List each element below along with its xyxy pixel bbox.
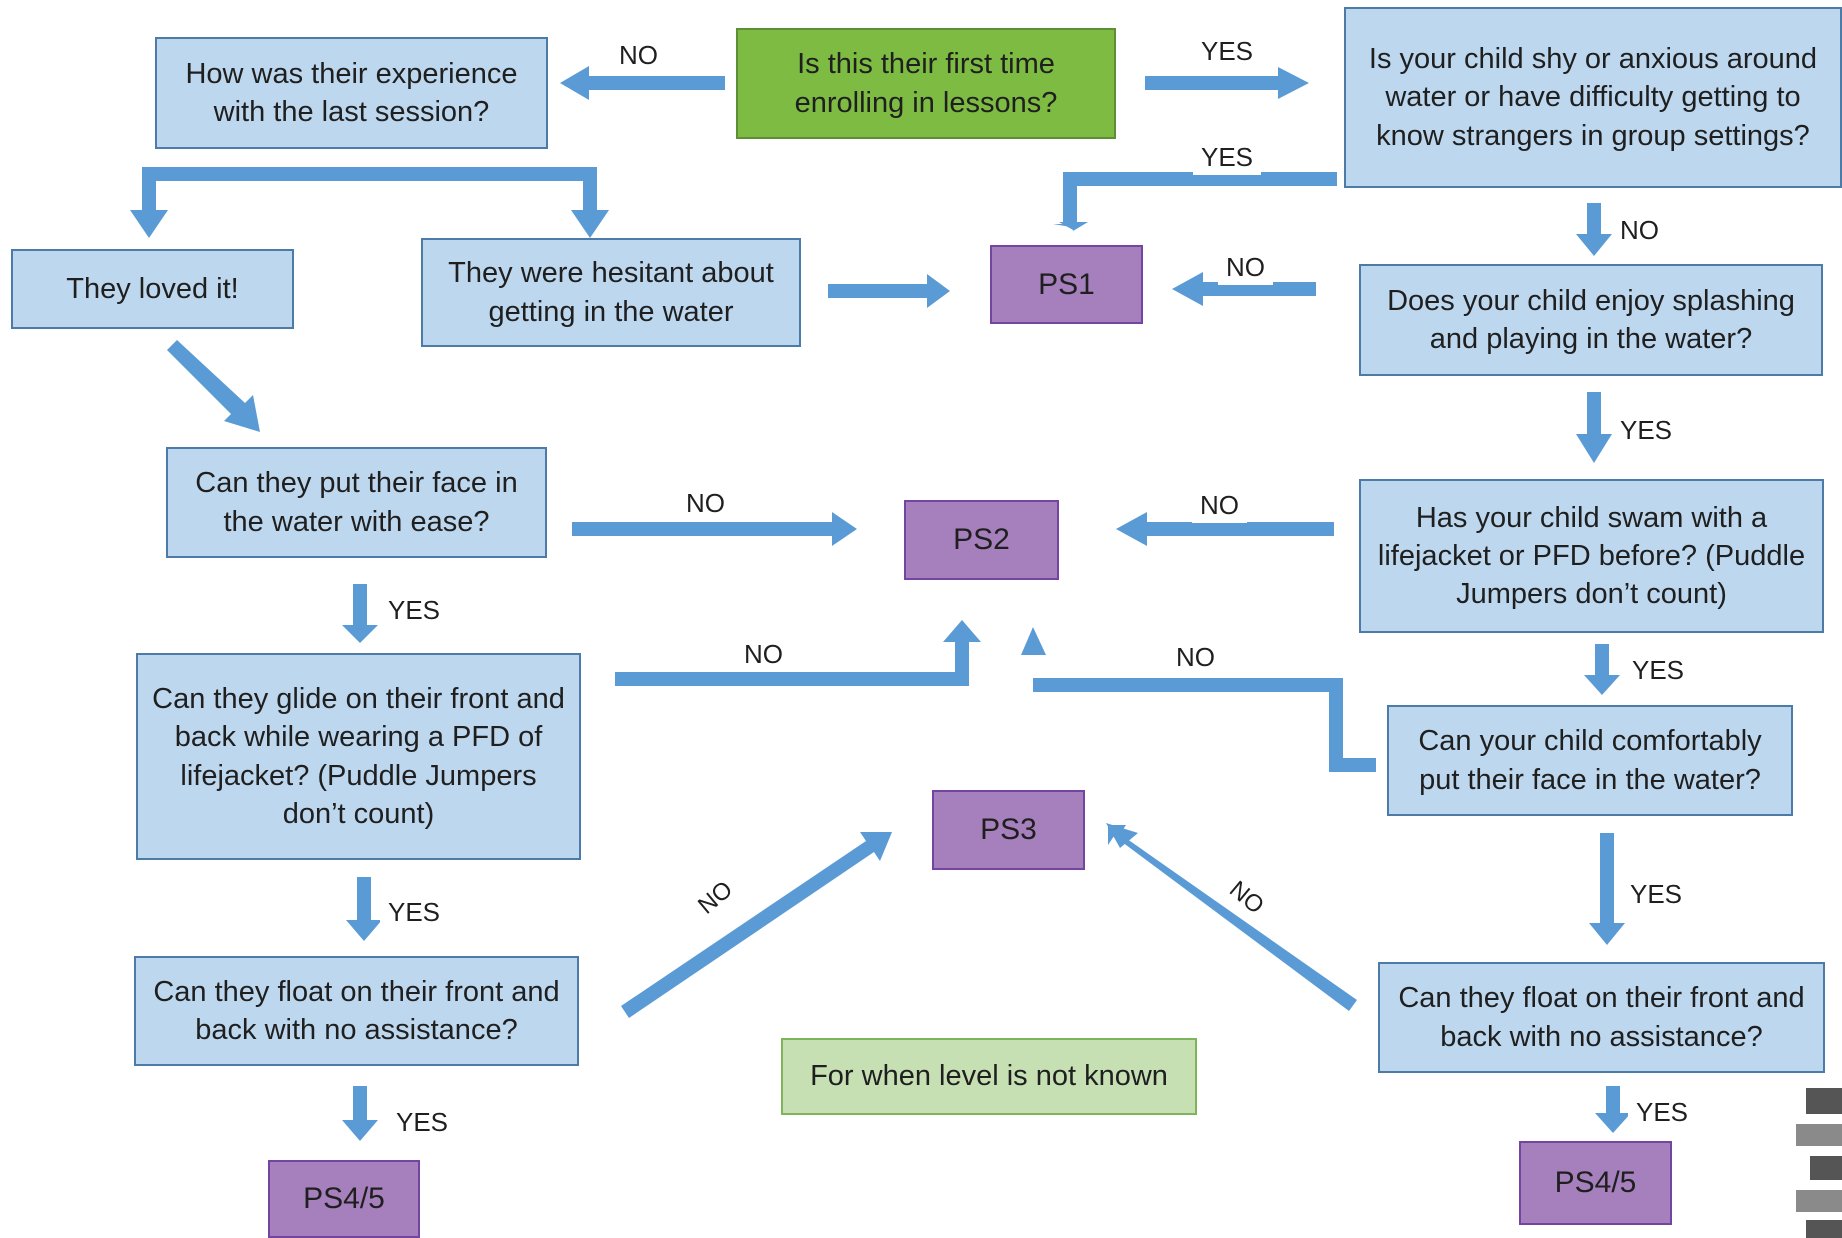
arrow-swam-no	[1116, 512, 1334, 546]
logo-fragment	[1796, 1088, 1842, 1238]
node-note: For when level is not known	[781, 1038, 1197, 1115]
arrow-float-left-no	[621, 832, 892, 1018]
label-enjoy-yes: YES	[1612, 413, 1681, 449]
label-enjoy-no: NO	[1218, 250, 1273, 286]
node-ps45-left: PS4/5	[268, 1160, 420, 1238]
arrow-enjoy-no	[1172, 272, 1316, 306]
arrow-hesitant-ps1	[828, 274, 950, 308]
arrow-enjoy-yes	[1576, 392, 1612, 463]
label-float-right-yes: YES	[1628, 1095, 1697, 1131]
node-hesitant: They were hesitant about getting in the …	[421, 238, 801, 347]
label-face-left-yes: YES	[380, 593, 449, 629]
label-shy-yes: YES	[1193, 140, 1262, 176]
node-glide: Can they glide on their front and back w…	[136, 653, 581, 860]
node-float-left: Can they float on their front and back w…	[134, 956, 579, 1066]
arrow-float-right-no	[1108, 825, 1357, 1011]
node-first-time: Is this their first time enrolling in le…	[736, 28, 1116, 139]
node-shy: Is your child shy or anxious around wate…	[1344, 7, 1842, 188]
arrow-start-no	[560, 66, 725, 100]
arrow-face-right-no	[1021, 627, 1376, 772]
node-ps1: PS1	[990, 245, 1143, 324]
label-face-right-no: NO	[1168, 640, 1223, 676]
node-face-left: Can they put their face in the water wit…	[166, 447, 547, 558]
label-glide-no: NO	[736, 637, 791, 673]
label-float-left-yes: YES	[388, 1105, 457, 1141]
arrow-loved-face	[167, 340, 260, 432]
label-face-right-yes: YES	[1622, 877, 1691, 913]
node-swam-pfd: Has your child swam with a lifejacket or…	[1359, 479, 1824, 633]
arrow-split-right	[571, 181, 609, 238]
arrow-face-left-no	[572, 512, 857, 546]
label-swam-no: NO	[1192, 488, 1247, 524]
arrow-shy-yes	[1053, 172, 1337, 227]
arrow-shy-yes-head	[1059, 222, 1088, 231]
label-glide-yes: YES	[380, 895, 449, 931]
node-experience: How was their experience with the last s…	[155, 37, 548, 149]
arrow-glide-no	[615, 620, 981, 686]
label-start-yes: YES	[1193, 34, 1262, 70]
arrow-glide-yes	[346, 877, 382, 941]
arrow-swam-yes	[1584, 644, 1620, 695]
node-loved: They loved it!	[11, 249, 294, 329]
label-shy-no: NO	[1612, 213, 1667, 249]
label-swam-yes: YES	[1624, 653, 1693, 689]
node-ps45-right: PS4/5	[1519, 1141, 1672, 1225]
node-face-right: Can your child comfortably put their fac…	[1387, 705, 1793, 816]
arrow-split-left	[130, 181, 168, 238]
arrow-start-yes	[1145, 67, 1309, 99]
arrow-float-right-yes	[1595, 1086, 1631, 1133]
node-float-right: Can they float on their front and back w…	[1378, 962, 1825, 1073]
arrow-shy-no	[1576, 203, 1612, 256]
arrow-face-right-yes	[1589, 833, 1625, 945]
arrow-split-bar	[142, 167, 597, 181]
arrow-float-left-yes	[342, 1086, 378, 1141]
arrow-float-right-no-head	[1106, 823, 1138, 848]
arrow-face-left-yes	[342, 584, 378, 643]
node-ps2: PS2	[904, 500, 1059, 580]
label-start-no: NO	[611, 38, 666, 74]
node-enjoy: Does your child enjoy splashing and play…	[1359, 264, 1823, 376]
node-ps3: PS3	[932, 790, 1085, 870]
label-face-left-no: NO	[678, 486, 733, 522]
